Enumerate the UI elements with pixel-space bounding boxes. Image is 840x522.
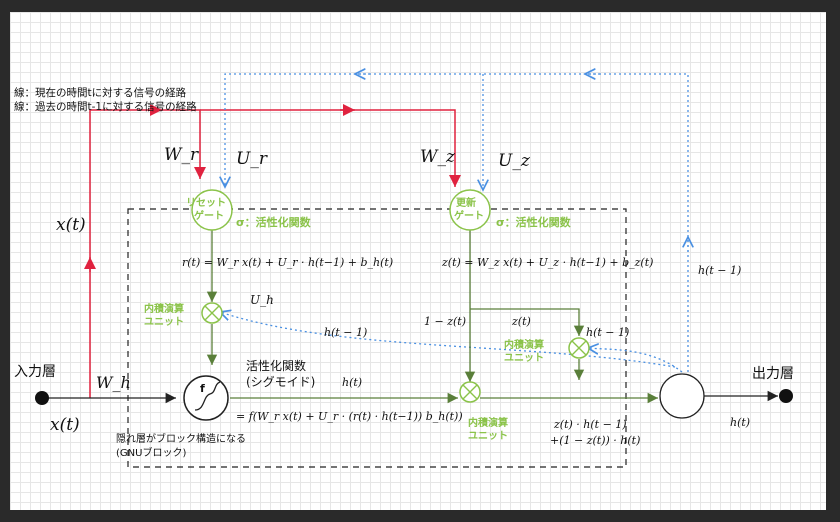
xt-top-label: x(t) bbox=[56, 215, 86, 235]
update-gate-label-2: ゲート bbox=[454, 209, 484, 222]
reset-gate-node bbox=[191, 189, 233, 231]
wz-label: W_z bbox=[420, 147, 456, 167]
output-layer-label: 出力層 bbox=[752, 366, 794, 382]
current-time-path bbox=[84, 104, 461, 398]
ht1-right-top-label: h(t − 1) bbox=[586, 326, 629, 339]
zt-equation: z(t) = W_z x(t) + U_z · h(t−1) + b_z(t) bbox=[441, 256, 653, 269]
blend-line-2: +(1 − z(t)) · h(t) bbox=[550, 434, 640, 447]
legend-current: 線：現在の時間tに対する信号の経路 bbox=[14, 86, 187, 99]
blend-line-1: z(t) · h(t − 1) bbox=[553, 418, 627, 431]
past-time-path bbox=[220, 74, 688, 373]
uh-label: U_h bbox=[250, 293, 274, 307]
inner-product-3 bbox=[568, 337, 590, 359]
input-path bbox=[42, 390, 778, 404]
uz-label: U_z bbox=[498, 151, 531, 171]
gru-block-outline bbox=[127, 208, 627, 468]
activation-label-2: (シグモイド) bbox=[246, 375, 315, 389]
input-layer-label: 入力層 bbox=[14, 364, 56, 380]
reset-gate-label-2: ゲート bbox=[194, 209, 224, 222]
inner-unit-1-label-2: ユニット bbox=[144, 316, 184, 328]
reset-gate-label-1: リセット bbox=[186, 197, 226, 209]
inner-unit-3-label-1: 内積演算 bbox=[504, 338, 544, 351]
f-equation: = f(W_r x(t) + U_r · (r(t) · h(t−1)) b_h… bbox=[236, 410, 463, 423]
wh-label: W_h bbox=[96, 373, 131, 392]
f-symbol: f bbox=[200, 382, 205, 395]
inner-unit-2-label-1: 内積演算 bbox=[468, 416, 508, 429]
legend-past: 線：過去の時間t-1に対する信号の経路 bbox=[14, 100, 197, 113]
inner-unit-2-label-2: ユニット bbox=[468, 430, 508, 442]
zt-label: z(t) bbox=[511, 315, 531, 328]
ht1-mid-label: h(t − 1) bbox=[324, 326, 367, 339]
input-node bbox=[35, 391, 49, 405]
sigma-reset-label: σ：活性化関数 bbox=[236, 215, 312, 229]
diagram-board: 線：現在の時間tに対する信号の経路 線：過去の時間t-1に対する信号の経路 入力… bbox=[10, 12, 826, 510]
inner-product-1 bbox=[201, 302, 223, 324]
sigma-update-label: σ：活性化関数 bbox=[496, 215, 572, 229]
ur-label: U_r bbox=[236, 149, 268, 169]
update-gate-label-1: 更新 bbox=[456, 196, 476, 209]
inner-product-2 bbox=[459, 381, 481, 403]
sigmoid-icon bbox=[194, 381, 221, 411]
internal-paths bbox=[206, 230, 658, 404]
one-minus-z-label: 1 − z(t) bbox=[424, 315, 466, 328]
hidden-note-1: 隠れ層がブロック構造になる bbox=[116, 432, 246, 445]
output-node bbox=[779, 389, 793, 403]
hidden-note-2: (GNUブロック) bbox=[116, 446, 186, 459]
ht-mid-label: h(t) bbox=[342, 376, 362, 389]
xt-bottom-label: x(t) bbox=[50, 415, 80, 435]
rt-equation: r(t) = W_r x(t) + U_r · h(t−1) + b_h(t) bbox=[182, 256, 393, 269]
gru-diagram: 線：現在の時間tに対する信号の経路 線：過去の時間t-1に対する信号の経路 入力… bbox=[14, 12, 794, 468]
update-gate-node bbox=[449, 189, 491, 231]
output-sum-node bbox=[659, 373, 705, 419]
ht1-right-label: h(t − 1) bbox=[698, 264, 741, 277]
inner-unit-3-label-2: ユニット bbox=[504, 352, 544, 364]
wr-label: W_r bbox=[164, 145, 199, 165]
activation-label-1: 活性化関数 bbox=[246, 358, 306, 373]
ht-out-label: h(t) bbox=[730, 416, 750, 429]
inner-unit-1-label-1: 内積演算 bbox=[144, 302, 184, 315]
